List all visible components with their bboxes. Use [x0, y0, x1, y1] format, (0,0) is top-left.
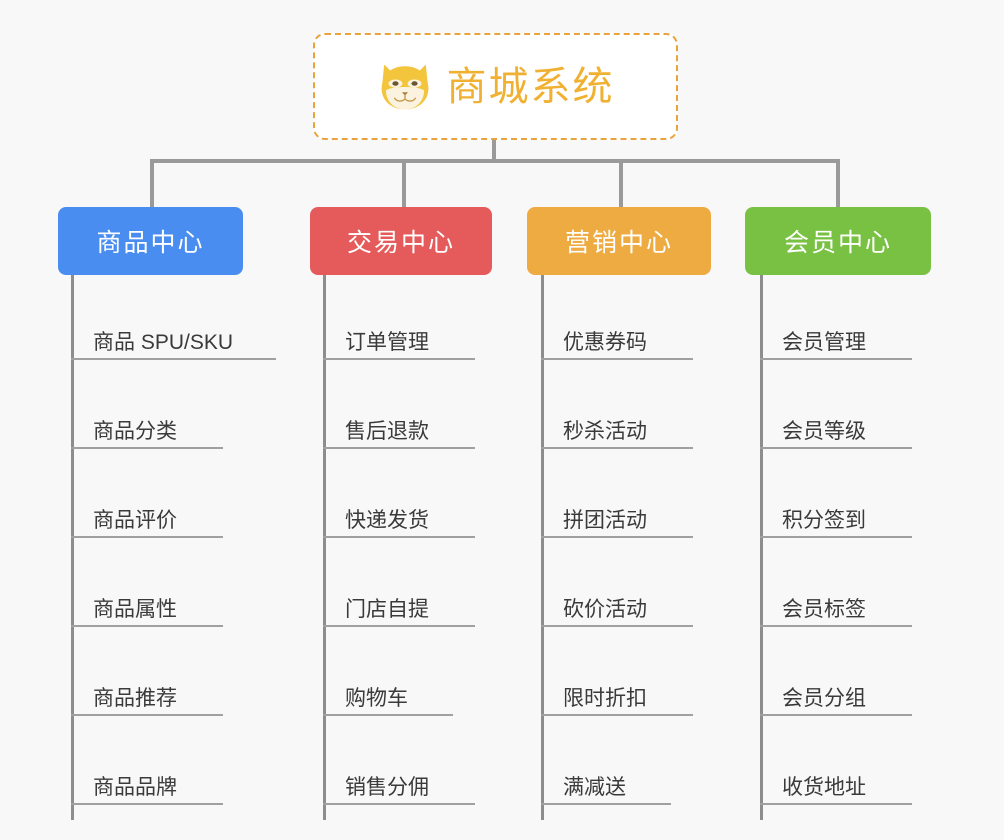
leaf-item[interactable]: 砍价活动 — [541, 581, 693, 627]
category-label-1: 商品中心 — [96, 229, 205, 257]
category-box-2[interactable]: 交易中心 — [310, 207, 492, 275]
connector-drop-2 — [402, 159, 406, 209]
leaf-item[interactable]: 收货地址 — [760, 759, 912, 805]
leaf-item[interactable]: 会员管理 — [760, 314, 912, 360]
leaf-label: 销售分佣 — [345, 775, 429, 799]
leaf-label: 门店自提 — [345, 597, 429, 621]
connector-root-stem — [492, 140, 496, 163]
leaf-label: 砍价活动 — [563, 597, 647, 621]
leaf-item[interactable]: 拼团活动 — [541, 492, 693, 538]
leaf-label: 快递发货 — [345, 508, 429, 532]
leaf-label: 商品品牌 — [93, 775, 177, 799]
leaf-item[interactable]: 商品推荐 — [71, 670, 223, 716]
root-title: 商城系统 — [446, 64, 615, 109]
leaf-label: 商品推荐 — [93, 686, 177, 710]
leaf-item[interactable]: 商品分类 — [71, 403, 223, 449]
connector-drop-1 — [150, 159, 154, 209]
branch-spine-3 — [541, 275, 544, 820]
leaf-label: 限时折扣 — [563, 686, 647, 710]
branch-spine-2 — [323, 275, 326, 820]
leaf-label: 满减送 — [563, 775, 626, 799]
leaf-label: 会员管理 — [782, 330, 866, 354]
leaf-label: 秒杀活动 — [563, 419, 647, 443]
leaf-item[interactable]: 满减送 — [541, 759, 671, 805]
leaf-item[interactable]: 售后退款 — [323, 403, 475, 449]
leaf-label: 商品评价 — [93, 508, 177, 532]
leaf-item[interactable]: 快递发货 — [323, 492, 475, 538]
leaf-item[interactable]: 销售分佣 — [323, 759, 475, 805]
connector-horizontal-bus — [150, 159, 840, 163]
leaf-label: 商品属性 — [93, 597, 177, 621]
leaf-item[interactable]: 商品 SPU/SKU — [71, 314, 276, 360]
leaf-label: 会员分组 — [782, 686, 866, 710]
root-node[interactable]: 商城系统 — [313, 33, 678, 140]
leaf-item[interactable]: 会员标签 — [760, 581, 912, 627]
leaf-label: 收货地址 — [782, 775, 866, 799]
leaf-label: 优惠券码 — [563, 330, 647, 354]
leaf-item[interactable]: 积分签到 — [760, 492, 912, 538]
category-box-3[interactable]: 营销中心 — [527, 207, 711, 275]
leaf-item[interactable]: 会员分组 — [760, 670, 912, 716]
leaf-item[interactable]: 购物车 — [323, 670, 453, 716]
leaf-label: 售后退款 — [345, 419, 429, 443]
connector-drop-3 — [619, 159, 623, 209]
connector-drop-4 — [836, 159, 840, 209]
category-label-2: 交易中心 — [346, 229, 455, 257]
leaf-item[interactable]: 商品品牌 — [71, 759, 223, 805]
leaf-item[interactable]: 限时折扣 — [541, 670, 693, 716]
category-label-4: 会员中心 — [783, 229, 892, 257]
leaf-item[interactable]: 门店自提 — [323, 581, 475, 627]
leaf-label: 积分签到 — [782, 508, 866, 532]
category-box-1[interactable]: 商品中心 — [58, 207, 243, 275]
leaf-item[interactable]: 秒杀活动 — [541, 403, 693, 449]
leaf-item[interactable]: 商品评价 — [71, 492, 223, 538]
leaf-label: 拼团活动 — [563, 508, 647, 532]
leaf-label: 订单管理 — [345, 330, 429, 354]
leaf-label: 商品 SPU/SKU — [93, 330, 234, 354]
leaf-label: 商品分类 — [93, 419, 177, 443]
leaf-label: 会员标签 — [782, 597, 866, 621]
leaf-label: 购物车 — [345, 686, 408, 710]
shiba-dog-face-icon — [381, 63, 428, 110]
leaf-label: 会员等级 — [782, 419, 866, 443]
leaf-item[interactable]: 会员等级 — [760, 403, 912, 449]
branch-spine-4 — [760, 275, 763, 820]
leaf-item[interactable]: 优惠券码 — [541, 314, 693, 360]
leaf-item[interactable]: 订单管理 — [323, 314, 475, 360]
category-box-4[interactable]: 会员中心 — [745, 207, 931, 275]
leaf-item[interactable]: 商品属性 — [71, 581, 223, 627]
category-label-3: 营销中心 — [564, 229, 673, 257]
branch-spine-1 — [71, 275, 74, 820]
